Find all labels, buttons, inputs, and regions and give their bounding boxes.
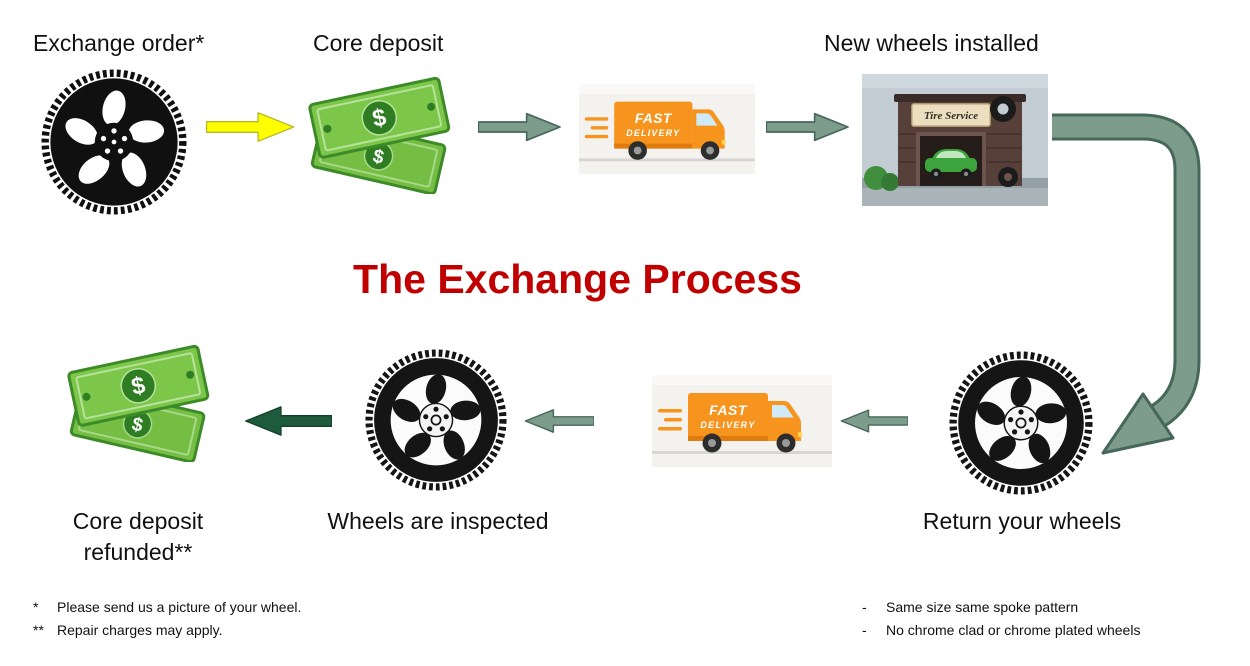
core-deposit-money-icon bbox=[293, 74, 473, 194]
delivery-truck-top-icon bbox=[578, 84, 756, 174]
arrow-ship-to-inspect-icon bbox=[524, 409, 594, 433]
footnote-marker: - bbox=[862, 599, 867, 615]
arrow-return-to-ship-icon bbox=[840, 409, 908, 433]
label-core-deposit-refunded: Core deposit refunded** bbox=[10, 506, 266, 568]
page-title: The Exchange Process bbox=[353, 256, 802, 302]
label-return-your-wheels: Return your wheels bbox=[922, 508, 1122, 534]
footnote-text: Same size same spoke pattern bbox=[886, 599, 1079, 615]
return-wheel-icon bbox=[948, 350, 1094, 496]
refund-money-icon bbox=[52, 342, 232, 462]
label-wheels-are-inspected: Wheels are inspected bbox=[327, 508, 549, 534]
footnote-same-size: - Same size same spoke pattern bbox=[862, 596, 1140, 619]
inspected-wheel-icon bbox=[364, 348, 508, 492]
footnote-no-chrome: - No chrome clad or chrome plated wheels bbox=[862, 619, 1140, 642]
refund-label-line2: refunded** bbox=[83, 539, 193, 566]
label-exchange-order: Exchange order* bbox=[33, 30, 205, 56]
tire-shop-icon bbox=[862, 74, 1048, 206]
label-core-deposit: Core deposit bbox=[313, 30, 444, 56]
arrow-deposit-to-ship-icon bbox=[478, 112, 561, 142]
refund-label-line1: Core deposit bbox=[72, 508, 204, 534]
footnote-text: Repair charges may apply. bbox=[57, 621, 223, 638]
exchange-wheel-icon bbox=[40, 68, 188, 216]
delivery-truck-bottom-icon bbox=[652, 374, 832, 468]
label-new-wheels-installed: New wheels installed bbox=[824, 30, 1039, 56]
footnote-text: Please send us a picture of your wheel. bbox=[57, 599, 302, 615]
arrow-order-to-deposit-icon bbox=[205, 112, 295, 142]
arrow-ship-to-install-icon bbox=[766, 112, 849, 142]
footnote-repair: ** Repair charges may apply. bbox=[33, 619, 301, 642]
footnotes-left: * Please send us a picture of your wheel… bbox=[33, 596, 301, 641]
footnote-text: No chrome clad or chrome plated wheels bbox=[886, 621, 1141, 638]
footnote-marker: - bbox=[862, 621, 867, 638]
footnote-marker: * bbox=[33, 599, 39, 615]
footnote-marker: ** bbox=[33, 621, 44, 638]
arrow-inspect-to-refund-icon bbox=[245, 406, 332, 436]
footnote-picture: * Please send us a picture of your wheel… bbox=[33, 596, 301, 619]
footnotes-right: - Same size same spoke pattern - No chro… bbox=[862, 596, 1140, 641]
